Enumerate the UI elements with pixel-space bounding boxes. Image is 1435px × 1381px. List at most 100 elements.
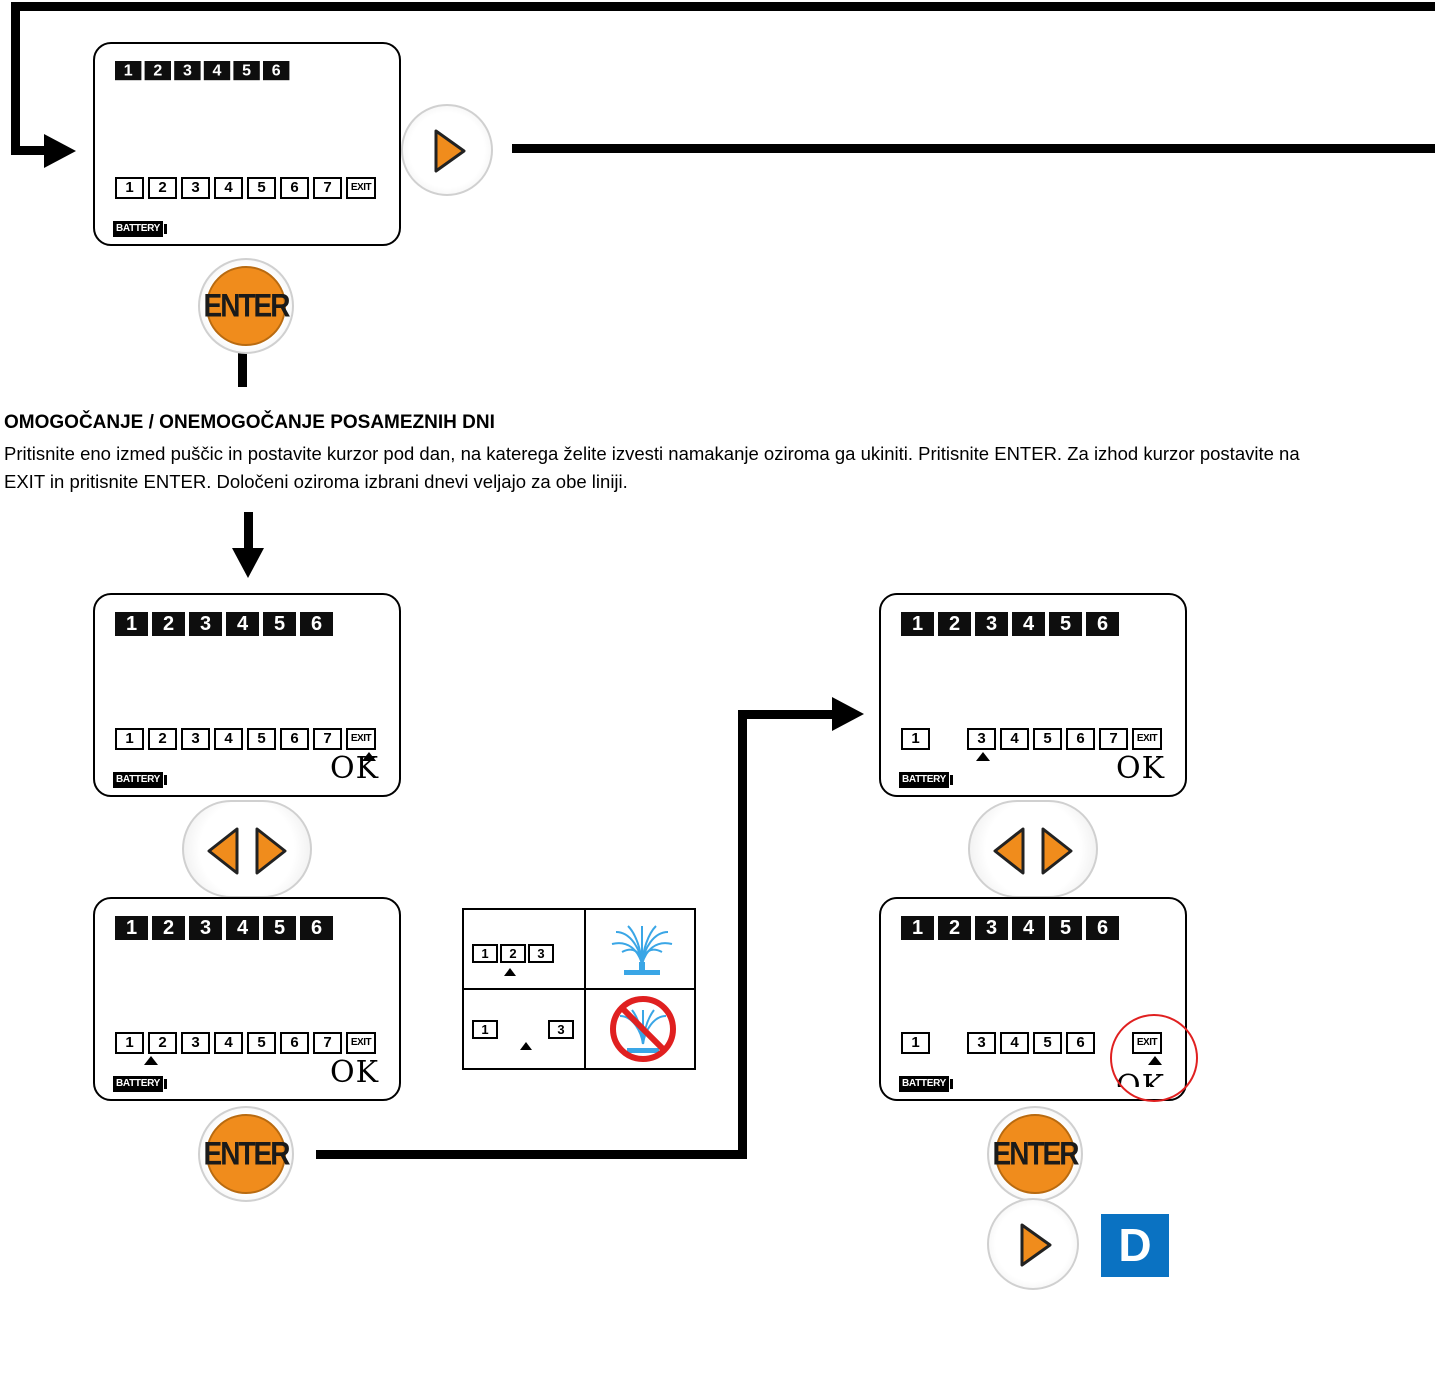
enter-button[interactable]: ENTER bbox=[198, 1106, 294, 1202]
left-arrow-icon bbox=[207, 827, 239, 875]
vertical-connector-line bbox=[738, 710, 747, 1159]
day-3: 3 bbox=[967, 1032, 996, 1054]
cursor-icon bbox=[520, 1042, 532, 1050]
enter-button[interactable]: ENTER bbox=[198, 258, 294, 354]
day-4: 4 bbox=[1000, 1032, 1029, 1054]
program-6: 6 bbox=[300, 612, 333, 636]
program-4: 4 bbox=[1012, 916, 1045, 940]
program-4: 4 bbox=[203, 61, 231, 81]
battery-indicator: BATTERY bbox=[899, 771, 954, 789]
lcd-screen-left-1: 1 2 3 4 5 6 1 2 3 4 5 6 7 EXIT BATTERY O… bbox=[93, 593, 401, 797]
battery-tip-icon bbox=[950, 775, 954, 785]
day-5: 5 bbox=[247, 728, 276, 750]
program-3: 3 bbox=[975, 612, 1008, 636]
day-1: 1 bbox=[472, 1020, 498, 1039]
program-1: 1 bbox=[115, 916, 148, 940]
day-exit: EXIT bbox=[346, 728, 376, 750]
day-7: 7 bbox=[313, 728, 342, 750]
day-4: 4 bbox=[214, 177, 243, 199]
day-6: 6 bbox=[280, 177, 309, 199]
program-1: 1 bbox=[115, 61, 142, 81]
day-1: 1 bbox=[901, 728, 930, 750]
left-connector-line bbox=[11, 2, 20, 152]
day-3: 3 bbox=[548, 1020, 574, 1039]
cursor-icon bbox=[144, 1056, 158, 1065]
program-row: 1 2 3 4 5 6 bbox=[901, 916, 1119, 940]
program-6: 6 bbox=[1086, 916, 1119, 940]
program-4: 4 bbox=[226, 612, 259, 636]
no-watering-icon bbox=[610, 996, 676, 1062]
right-arrow-button[interactable] bbox=[987, 1198, 1079, 1290]
program-5: 5 bbox=[263, 916, 296, 940]
enter-button-face: ENTER bbox=[992, 1114, 1080, 1194]
bottom-connector-line bbox=[316, 1150, 747, 1159]
program-4: 4 bbox=[1012, 612, 1045, 636]
program-1: 1 bbox=[901, 612, 934, 636]
battery-label: BATTERY bbox=[899, 772, 950, 788]
program-row: 1 2 3 4 5 6 bbox=[901, 612, 1119, 636]
left-right-arrow-buttons[interactable] bbox=[968, 800, 1098, 898]
program-5: 5 bbox=[1049, 612, 1082, 636]
down-arrow-head-icon bbox=[232, 548, 264, 578]
day-3: 3 bbox=[181, 728, 210, 750]
ok-label: OK bbox=[329, 1055, 379, 1090]
program-5: 5 bbox=[1049, 916, 1082, 940]
enter-label: ENTER bbox=[203, 287, 291, 324]
program-6: 6 bbox=[263, 61, 290, 81]
day-3: 3 bbox=[967, 728, 996, 750]
cursor-icon bbox=[976, 752, 990, 761]
legend-h-divider bbox=[464, 988, 694, 990]
battery-label: BATTERY bbox=[113, 772, 164, 788]
day-1: 1 bbox=[472, 944, 498, 963]
cursor-icon bbox=[504, 968, 516, 976]
program-2: 2 bbox=[938, 612, 971, 636]
program-6: 6 bbox=[300, 916, 333, 940]
day-exit: EXIT bbox=[346, 1032, 376, 1054]
program-2: 2 bbox=[152, 612, 185, 636]
lcd-screen-right-1: 1 2 3 4 5 6 1 3 4 5 6 7 EXIT BATTERY OK bbox=[879, 593, 1187, 797]
program-2: 2 bbox=[144, 61, 171, 81]
next-step-badge: D bbox=[1101, 1214, 1169, 1277]
program-3: 3 bbox=[189, 916, 222, 940]
enter-button-face: ENTER bbox=[204, 1114, 290, 1194]
day-7: 7 bbox=[313, 1032, 342, 1054]
day-4: 4 bbox=[1000, 728, 1029, 750]
day-7: 7 bbox=[1099, 728, 1128, 750]
day-5: 5 bbox=[1033, 1032, 1062, 1054]
section-heading: OMOGOČANJE / ONEMOGOČANJE POSAMEZNIH DNI bbox=[4, 412, 495, 433]
battery-indicator: BATTERY bbox=[113, 220, 168, 238]
day-2: 2 bbox=[500, 944, 526, 963]
program-1: 1 bbox=[115, 612, 148, 636]
legend-table: 1 2 3 1 3 bbox=[462, 908, 696, 1070]
program-2: 2 bbox=[152, 916, 185, 940]
battery-tip-icon bbox=[164, 775, 168, 785]
day-6: 6 bbox=[1066, 728, 1095, 750]
battery-indicator: BATTERY bbox=[899, 1075, 954, 1093]
right-arrow-icon bbox=[1041, 827, 1073, 875]
program-row: 1 2 3 4 5 6 bbox=[115, 61, 290, 81]
down-arrow-shaft bbox=[244, 512, 253, 552]
day-5: 5 bbox=[247, 1032, 276, 1054]
lcd-screen-top: 1 2 3 4 5 6 1 2 3 4 5 6 7 EXIT BATTERY bbox=[93, 42, 401, 246]
exit-highlight-circle bbox=[1110, 1014, 1198, 1102]
program-row: 1 2 3 4 5 6 bbox=[115, 612, 333, 636]
left-right-arrow-buttons[interactable] bbox=[182, 800, 312, 898]
right-arrow-button[interactable] bbox=[401, 104, 493, 196]
enter-down-line bbox=[238, 342, 247, 387]
enter-button[interactable]: ENTER bbox=[987, 1106, 1083, 1202]
program-5: 5 bbox=[233, 61, 260, 81]
day-exit: EXIT bbox=[346, 177, 376, 199]
right-arrow-icon bbox=[434, 129, 466, 173]
program-3: 3 bbox=[189, 612, 222, 636]
battery-tip-icon bbox=[164, 224, 168, 234]
day-3: 3 bbox=[181, 1032, 210, 1054]
lcd-screen-right-2: 1 2 3 4 5 6 1 3 4 5 6 7 EXIT BATTERY OK bbox=[879, 897, 1198, 1102]
enter-label: ENTER bbox=[992, 1135, 1080, 1172]
program-3: 3 bbox=[174, 61, 201, 81]
battery-tip-icon bbox=[164, 1079, 168, 1089]
day-6: 6 bbox=[280, 1032, 309, 1054]
right-arrow-icon bbox=[1020, 1223, 1052, 1267]
right-arrow-icon bbox=[255, 827, 287, 875]
ok-label: OK bbox=[329, 751, 379, 786]
day-6: 6 bbox=[1066, 1032, 1095, 1054]
